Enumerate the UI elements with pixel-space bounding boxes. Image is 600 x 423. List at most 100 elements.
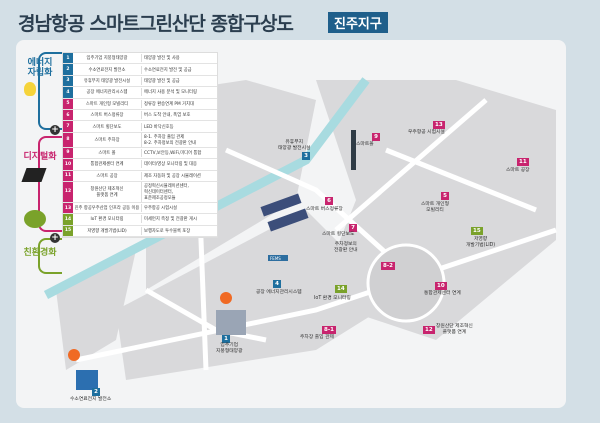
table-row: 8 스마트 주차장 8-1. 주차장 출입 관제 8-2. 주차정보의 전광판 안내 (63, 132, 217, 148)
row-number: 14 (63, 214, 73, 225)
map-label-14: IoT 환경 모니터링 (314, 296, 351, 301)
map-label-2: 수소연료전지 발전소 (70, 397, 112, 402)
solar-panels (260, 193, 309, 232)
fems-screen (268, 255, 288, 261)
map-badge-2: 2 (92, 388, 100, 396)
lightning-icon (220, 292, 232, 304)
tree-icon (24, 210, 46, 228)
row-number: 2 (63, 64, 73, 75)
row-number: 12 (63, 181, 73, 202)
item-description: 8-1. 주차장 출입 관제 8-2. 주차정보의 전광판 안내 (141, 132, 217, 147)
item-description: 보행자도로 투수블록 포장 (141, 226, 217, 235)
page-title: 경남항공 스마트그린산단 종합구상도 (18, 13, 294, 35)
map-badge-5: 5 (441, 192, 449, 200)
item-description: 제조 자동화 및 공장 시뮬레이션 (141, 171, 217, 180)
map-badge-7: 7 (349, 224, 357, 232)
item-name: 스마트 폴 (98, 150, 116, 156)
item-name: 수소연료전지 발전소 (88, 67, 126, 73)
map-badge-13: 13 (433, 121, 445, 129)
control-center-circle (366, 243, 446, 323)
item-description: LED 바닥신호등 (141, 122, 217, 131)
item-description: 데이터/영상 모니터링 및 대응 (141, 160, 217, 169)
map-badge-10: 10 (435, 282, 447, 290)
map-label-15: 저영향 개발기법(LID) (466, 237, 496, 248)
row-number: 5 (63, 98, 73, 109)
item-description: 태양광 발전 및 사용 (141, 54, 217, 63)
row-number: 15 (63, 225, 73, 237)
map-label-8-1: 주차장 출입 관제 (300, 335, 334, 340)
item-description: 에너지 사용 분석 및 모니터링 (141, 88, 217, 97)
category-digital: 디지털화 (23, 152, 57, 162)
table-row: 6 스마트 버스정류장 버스 도착 안내, 폭염 보호 (63, 109, 217, 122)
map-badge-14: 14 (335, 285, 347, 293)
map-badge-8-2: 8-2 (381, 262, 395, 270)
map-label-7: 스마트 횡단보도 (322, 232, 355, 237)
map-badge-9: 9 (372, 133, 380, 141)
item-description: 공정혁신시뮬레이션센터, 혁신데이터센터, 표준제조공정모듈 (141, 181, 217, 202)
table-row: 2 수소연료전지 발전소 수소연료전지 발전 및 공급 (63, 64, 217, 76)
table-row: 12 창원산단 제조혁신 플랫폼 연계 공정혁신시뮬레이션센터, 혁신데이터센터, … (63, 181, 217, 203)
map-label-3: 유휴부지 태양광 발전시설 (278, 140, 311, 151)
row-number: 13 (63, 202, 73, 214)
row-number: 3 (63, 75, 73, 87)
row-number: 7 (63, 121, 73, 132)
map-label-6: 스마트 버스정류장 (306, 207, 343, 212)
item-description: 우주항공 시험시설 (141, 204, 217, 213)
factory-building (216, 310, 246, 335)
plus-icon: + (50, 233, 60, 243)
map-badge-12: 12 (423, 326, 435, 334)
map-badge-4: 4 (273, 280, 281, 288)
item-description: 버스 도착 안내, 폭염 보호 (141, 111, 217, 120)
map-badge-15: 15 (471, 227, 483, 235)
item-name: 스마트 버스정류장 (90, 113, 124, 119)
map-badge-8-1: 8-1 (322, 326, 336, 334)
lightbulb-icon (24, 82, 36, 96)
row-number: 4 (63, 87, 73, 98)
table-row: 5 스마트 개인형 모빌리티 정류장 환승연계 PM 거치대 (63, 98, 217, 110)
map-label-8-2: 주차정보의 전광판 안내 (334, 242, 358, 253)
table-row: 9 스마트 폴 CCTV,보안등,WiFi,미디어 통합 (63, 147, 217, 160)
lightning-icon (68, 349, 80, 361)
map-label-1: 입주기업 지붕형태양광 (216, 343, 243, 354)
row-number: 9 (63, 147, 73, 159)
item-name: 유휴부지 태양광 발전시설 (83, 78, 131, 84)
item-name: 통합관제센터 연계 (90, 162, 124, 168)
table-row: 15 저영향 개발기법(LID) 보행자도로 투수블록 포장 (63, 225, 217, 238)
map-label-10: 통합관제센터 연계 (424, 291, 461, 296)
item-description: 정류장 환승연계 PM 거치대 (141, 99, 217, 108)
map-badge-3: 3 (302, 152, 310, 160)
item-name: 진주 항공우주산업 인프라 공동 이용 (74, 206, 140, 212)
item-description: 수소연료전지 발전 및 공급 (141, 65, 217, 74)
map-badge-11: 11 (517, 158, 529, 166)
plus-icon: + (50, 125, 60, 135)
item-name: 스마트 공장 (96, 173, 118, 179)
table-row: 11 스마트 공장 제조 자동화 및 공장 시뮬레이션 (63, 170, 217, 182)
item-name: IoT 환경 모니터링 (90, 217, 124, 223)
row-number: 8 (63, 132, 73, 147)
item-name: 스마트 개인형 모빌리티 (85, 101, 129, 107)
item-name: 저영향 개발기법(LID) (87, 228, 127, 234)
item-description: CCTV,보안등,WiFi,미디어 통합 (141, 148, 217, 157)
map-label-12: 창원산단 제조혁신 플랫폼 연계 (436, 324, 473, 335)
row-number: 6 (63, 109, 73, 121)
item-name: 공장 에너지관리시스템 (86, 90, 128, 96)
river (43, 77, 370, 299)
item-name: 스마트 주차장 (94, 137, 120, 143)
map-label-5: 스마트 개인형 모빌리티 (421, 202, 450, 213)
smart-pole (351, 130, 356, 170)
category-energy: 에너지 자립화 (27, 58, 53, 78)
map-label-13: 우주항공 시험시설 (408, 130, 445, 135)
map-label-11: 스마트 공장 (506, 168, 530, 173)
item-name: 창원산단 제조혁신 플랫폼 연계 (90, 186, 124, 198)
fems-label: FEMS (270, 256, 281, 261)
row-number: 11 (63, 170, 73, 181)
map-badge-6: 6 (325, 197, 333, 205)
district-badge: 진주지구 (328, 12, 388, 33)
item-name: 입주기업 지붕형태양광 (86, 56, 128, 62)
